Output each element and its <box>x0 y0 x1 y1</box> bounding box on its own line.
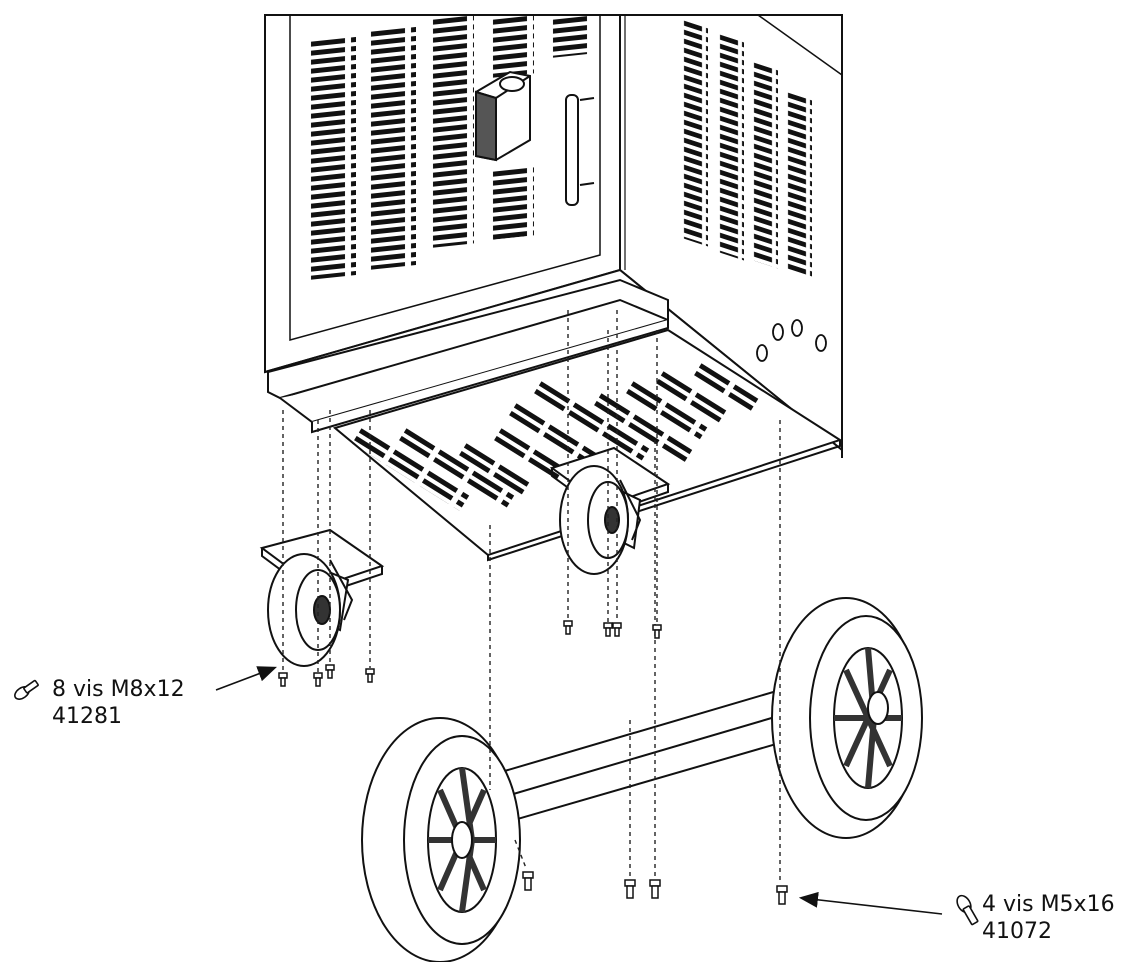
screw-m8-group <box>278 620 662 687</box>
callout-arrow-m8 <box>215 666 277 691</box>
wheel-left <box>361 717 521 962</box>
side-vents <box>682 18 812 279</box>
cable-holder <box>475 70 531 162</box>
screw-icon <box>14 679 39 700</box>
base-plate-slots <box>349 360 760 511</box>
callout-m5-screws: 4 vis M5x16 41072 <box>982 891 1115 945</box>
side-handle <box>565 94 595 206</box>
screw-icon <box>956 894 979 926</box>
assembly-guide-lines <box>282 310 781 884</box>
callout-m8-part-number: 41281 <box>52 704 122 729</box>
callout-m5-label: 4 vis M5x16 <box>982 892 1115 917</box>
callout-m8-screws: 8 vis M8x12 41281 <box>52 676 185 730</box>
screw-m5-group <box>522 871 788 905</box>
wheel-right <box>771 597 923 839</box>
caster-wheel-right <box>549 446 671 575</box>
side-holes <box>756 319 827 362</box>
caster-wheel-left <box>259 528 385 667</box>
front-vents <box>308 13 590 280</box>
callout-arrow-m5 <box>798 891 943 915</box>
callout-m8-label: 8 vis M8x12 <box>52 677 185 702</box>
callout-m5-part-number: 41072 <box>982 919 1052 944</box>
